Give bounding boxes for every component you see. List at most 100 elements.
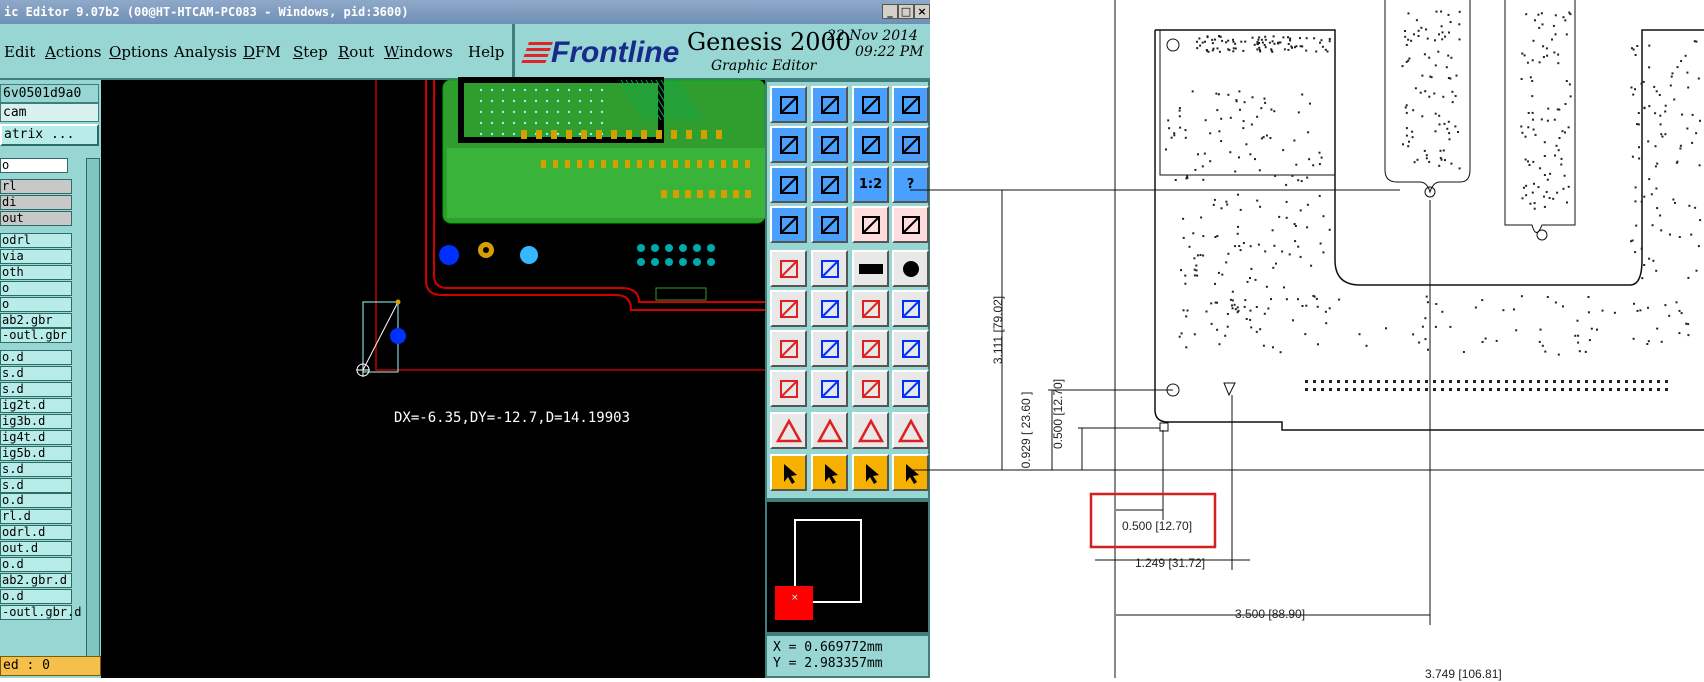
drill-dot [1174,179,1177,181]
drill-dot [1687,323,1690,326]
tool-forward-icon[interactable] [811,126,848,163]
tool-dot-icon[interactable] [892,250,929,287]
drill-dot [1424,338,1427,341]
measure-readout: DX=-6.35,DY=-12.7,D=14.19903 [394,410,631,426]
layer-item[interactable]: o.d [0,493,72,509]
tool-select3-icon[interactable] [852,454,889,491]
tool-select-icon[interactable] [770,454,807,491]
tool-rotate-icon[interactable] [852,126,889,163]
layer-item[interactable]: o.d [0,557,72,572]
glyph-line [861,299,880,318]
layer-item[interactable]: ab2.gbr [0,312,72,328]
tool-fit-icon[interactable] [770,166,807,203]
drill-dot [1321,45,1324,48]
layer-item[interactable]: s.d [0,477,72,493]
layer-item[interactable]: rl [0,179,72,194]
tool-snap-icon[interactable] [770,370,807,407]
layer-item[interactable]: -outl.gbr.d [0,604,82,620]
drill-dot [1520,125,1523,128]
tool-ff-icon[interactable] [892,330,929,367]
layer-item[interactable]: out [0,211,72,226]
layer-item[interactable]: out.d [0,541,72,557]
menu-edit[interactable]: Edit [4,43,36,61]
layer-item[interactable]: odrl [0,233,72,248]
layer-item[interactable]: oth [0,264,72,280]
tool-settings-icon[interactable] [770,206,807,243]
menu-analysis[interactable]: Analysis [174,43,237,61]
drill-dot [1287,36,1289,39]
tool-net-icon[interactable] [852,206,889,243]
tool-split-icon[interactable] [811,370,848,407]
layer-filter-input[interactable]: o [0,158,68,173]
tool-net2-icon[interactable] [892,206,929,243]
matrix-button[interactable]: atrix ... [0,124,99,146]
menu-actions[interactable]: Actions [45,43,102,61]
tool-ruler-icon[interactable] [852,250,889,287]
drill-dot [1240,40,1243,43]
layer-item[interactable]: s.d [0,382,72,398]
pad [520,246,538,264]
drill-dot [1590,327,1593,330]
menu-step[interactable]: Step [293,43,328,61]
tool-move-icon[interactable] [811,250,848,287]
tool-center-icon[interactable] [811,166,848,203]
layer-item[interactable]: ig5b.d [0,445,72,461]
tool-line2-icon[interactable] [892,290,929,327]
layer-item[interactable]: via [0,248,72,264]
tool-route-icon[interactable] [892,454,929,491]
layer-scrollbar[interactable] [86,158,100,663]
graphic-canvas[interactable]: DX=-6.35,DY=-12.7,D=14.19903 [101,77,766,678]
layer-item[interactable]: o [0,296,72,312]
tool-home-icon[interactable] [852,86,889,123]
tool-window-icon[interactable] [892,86,929,123]
tool-open-icon[interactable] [770,86,807,123]
tool-save-icon[interactable] [811,86,848,123]
layer-item[interactable]: ab2.gbr.d [0,572,72,588]
tool-measure-icon[interactable] [852,370,889,407]
layer-item[interactable]: di [0,195,72,210]
tool-angle-icon[interactable] [770,330,807,367]
tool-poly2-icon[interactable] [811,412,848,449]
layer-item[interactable]: -outl.gbr [0,328,72,344]
tool-back-icon[interactable] [770,126,807,163]
overview-viewport[interactable] [794,519,862,603]
tool-zoom-ratio[interactable]: 1:2 [852,166,889,203]
tool-arrow-icon[interactable] [811,330,848,367]
menu-options[interactable]: Options [109,43,169,61]
tool-s-curve-icon[interactable] [892,126,929,163]
layer-item[interactable]: odrl.d [0,525,72,541]
tool-poly-icon[interactable] [770,412,807,449]
tool-line-icon[interactable] [852,290,889,327]
menu-dfm[interactable]: DFM [243,43,281,61]
layer-item[interactable]: o.d [0,588,72,604]
tool-poly3-icon[interactable] [852,412,889,449]
layer-item[interactable]: s.d [0,461,72,477]
smd-pad [685,160,690,168]
close-button[interactable]: × [914,4,930,19]
minimize-button[interactable]: _ [882,4,898,19]
layer-item[interactable]: ig2t.d [0,398,72,413]
menu-rout[interactable]: Rout [338,43,375,61]
maximize-button[interactable]: □ [898,4,914,19]
tool-connect-icon[interactable] [770,290,807,327]
layer-item[interactable]: s.d [0,366,72,382]
tool-help[interactable]: ? [892,166,929,203]
tool-select2-icon[interactable] [811,454,848,491]
tool-shapes-icon[interactable] [892,370,929,407]
tool-poly4-icon[interactable] [892,412,929,449]
menu-windows[interactable]: Windows [384,43,453,61]
tool-cross-icon[interactable] [811,290,848,327]
drill-dot [1699,119,1701,122]
menu-help[interactable]: Help [468,43,505,61]
layer-item[interactable]: rl.d [0,509,72,525]
tool-probe-icon[interactable] [811,206,848,243]
layer-item[interactable]: o [0,280,72,296]
layer-item[interactable]: ig3b.d [0,413,72,429]
tool-pad-icon[interactable] [770,250,807,287]
overview-map[interactable]: × [765,500,930,634]
layer-item[interactable]: ig4t.d [0,429,72,445]
drill-dot [1448,132,1451,135]
layer-item[interactable]: o.d [0,350,72,366]
smd-pad [641,130,647,139]
tool-arc-icon[interactable] [852,330,889,367]
